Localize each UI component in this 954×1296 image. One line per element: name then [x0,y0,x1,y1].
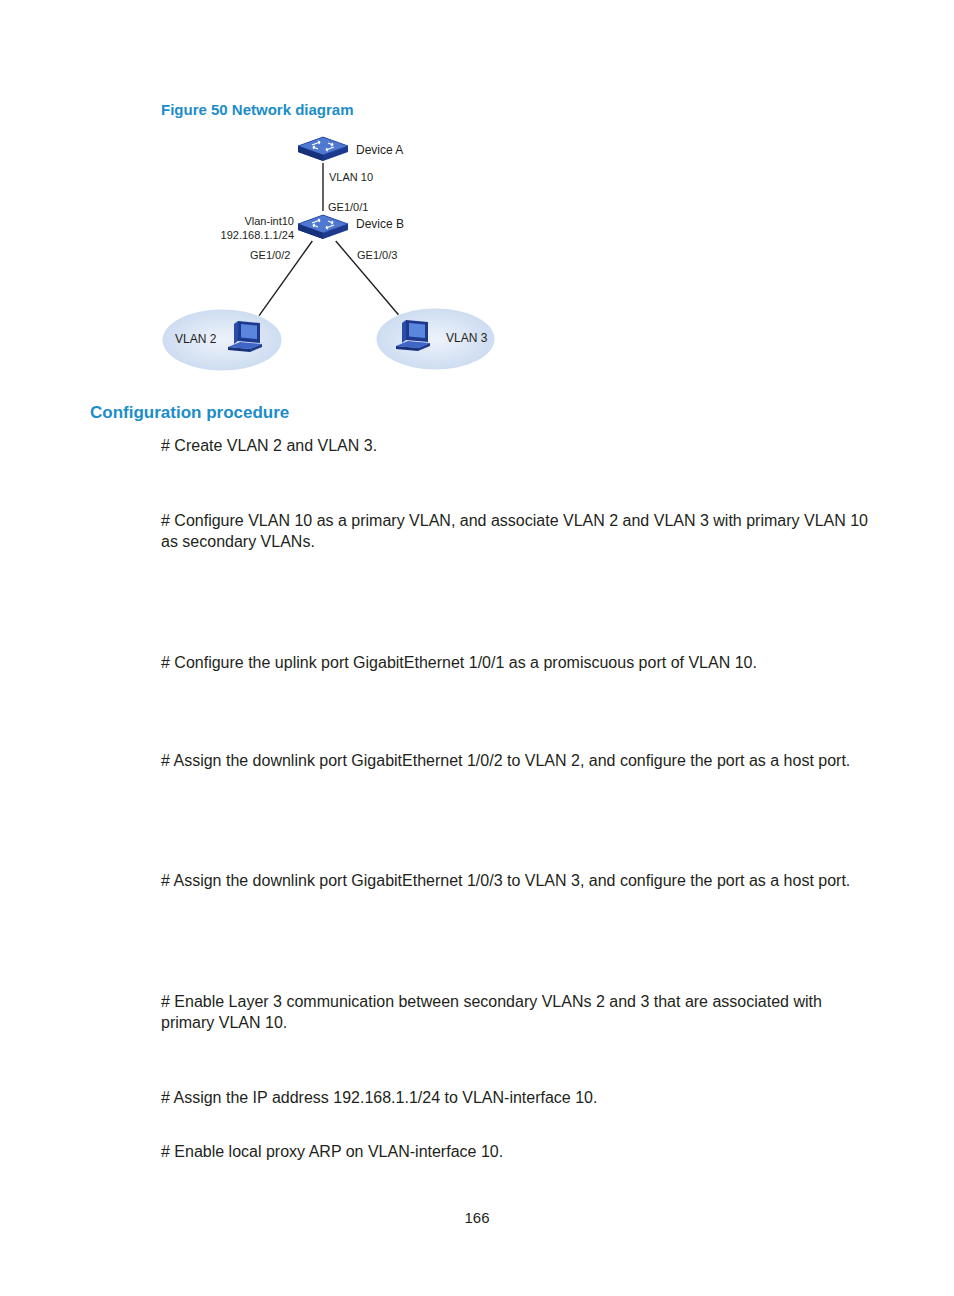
switch-device: Device A [296,133,350,163]
section-heading: Configuration procedure [90,403,289,423]
network-link [322,163,323,211]
switch-icon [296,133,350,163]
step-text: # Assign the IP address 192.168.1.1/24 t… [161,1087,873,1108]
node-label: VLAN 3 [446,331,487,345]
step-text: # Enable Layer 3 communication between s… [161,991,873,1033]
page-number: 166 [427,1209,527,1226]
pc-icon [226,319,266,357]
interface-label: Vlan-int10 192.168.1.1/24 [208,214,294,242]
step-text: # Configure the uplink port GigabitEther… [161,652,873,673]
step-text: # Create VLAN 2 and VLAN 3. [161,435,873,456]
pc-icon [394,318,434,356]
port-label: GE1/0/2 [250,248,290,262]
step-text: # Assign the downlink port GigabitEthern… [161,750,873,771]
network-link [336,241,399,315]
vlan-cloud: VLAN 3 [376,308,495,370]
link-label: VLAN 10 [328,170,374,184]
switch-icon [296,211,350,241]
step-text: # Assign the downlink port GigabitEthern… [161,870,873,891]
node-label: Device B [356,217,404,231]
switch-device: Device B [296,211,350,241]
figure-title: Figure 50 Network diagram [161,101,354,118]
vlan-cloud: VLAN 2 [162,309,282,371]
port-label: GE1/0/1 [328,200,368,214]
port-label: GE1/0/3 [357,248,397,262]
step-text: # Enable local proxy ARP on VLAN-interfa… [161,1141,873,1162]
node-label: VLAN 2 [175,332,216,346]
step-text: # Configure VLAN 10 as a primary VLAN, a… [161,510,873,552]
node-label: Device A [356,143,403,157]
